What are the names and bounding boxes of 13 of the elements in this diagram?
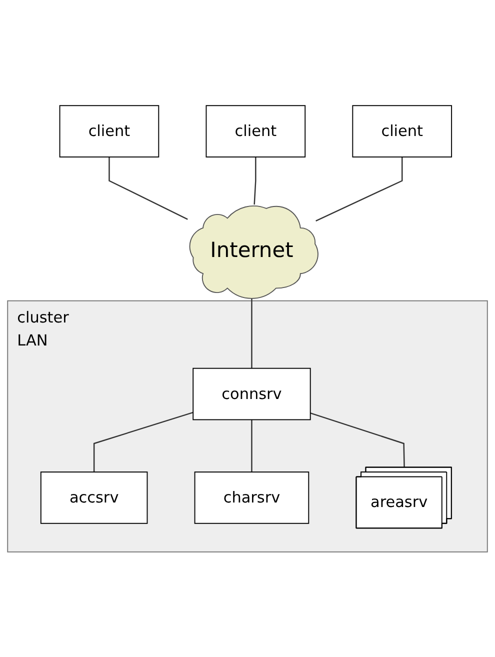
- node-box: accsrv: [40, 471, 148, 524]
- node-box: client: [206, 104, 306, 158]
- connector: [310, 412, 405, 468]
- node-box: client: [352, 104, 452, 158]
- node-box: connsrv: [192, 368, 311, 420]
- connector: [93, 412, 194, 472]
- node-box: client: [59, 104, 160, 158]
- connector: [316, 156, 403, 222]
- node-box: charsrv: [194, 471, 310, 524]
- connector: [251, 296, 252, 368]
- connector: [254, 156, 256, 204]
- connector: [108, 156, 188, 220]
- connector: [251, 419, 252, 472]
